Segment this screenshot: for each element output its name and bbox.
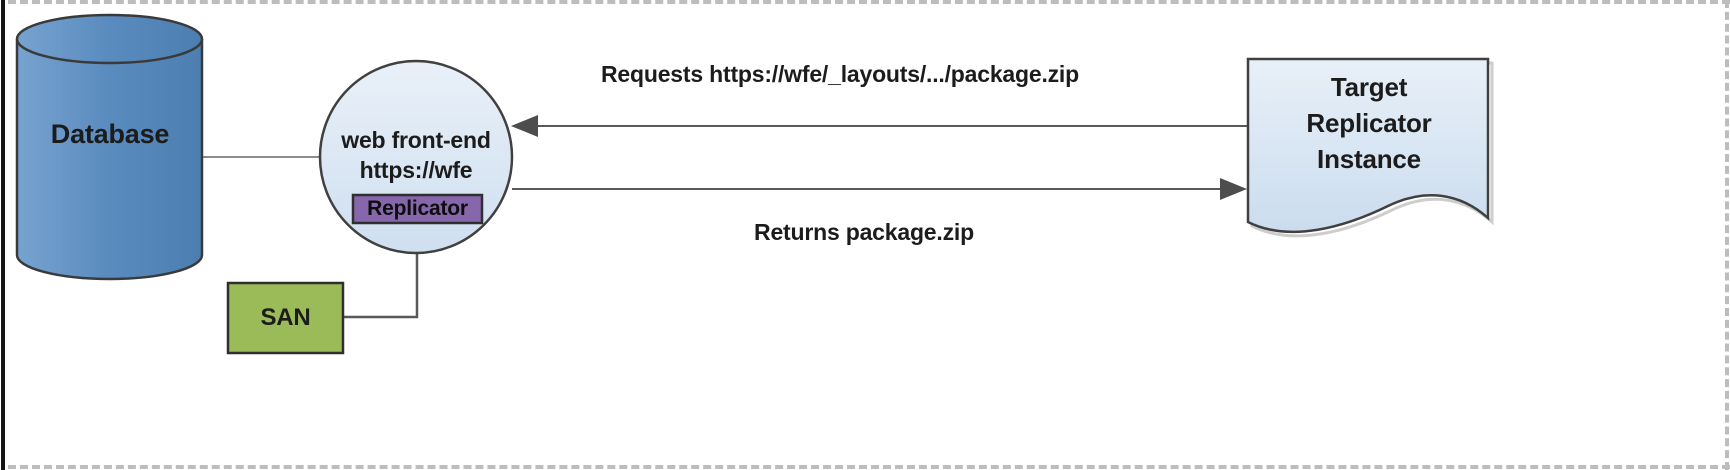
database-cylinder-top — [15, 13, 204, 65]
target-label-line2: Replicator — [1306, 108, 1432, 138]
requests-arrow — [511, 115, 1248, 137]
returns-arrowhead-icon — [1220, 178, 1247, 200]
wfe-label-line2: https://wfe — [359, 157, 473, 183]
requests-arrow-label: Requests https://wfe/_layouts/.../packag… — [601, 61, 1079, 87]
wfe-label-line1: web front-end — [341, 127, 491, 153]
san-to-wfe-connector — [343, 253, 419, 319]
target-label-line1: Target — [1330, 72, 1408, 102]
san-label: SAN — [260, 304, 311, 331]
requests-arrowhead-icon — [511, 115, 538, 137]
replicator-badge-label: Replicator — [367, 197, 468, 220]
database-cylinder-body — [15, 39, 204, 281]
target-document-shadow — [1250, 61, 1494, 238]
target-document-shape — [1246, 57, 1490, 234]
returns-arrow-label: Returns package.zip — [754, 219, 974, 245]
returns-arrow — [512, 178, 1247, 200]
database-cylinder — [15, 13, 204, 281]
database-label: Database — [50, 119, 170, 149]
replicator-badge — [351, 193, 484, 225]
san-box — [226, 281, 345, 355]
target-label-line3: Instance — [1317, 144, 1421, 174]
